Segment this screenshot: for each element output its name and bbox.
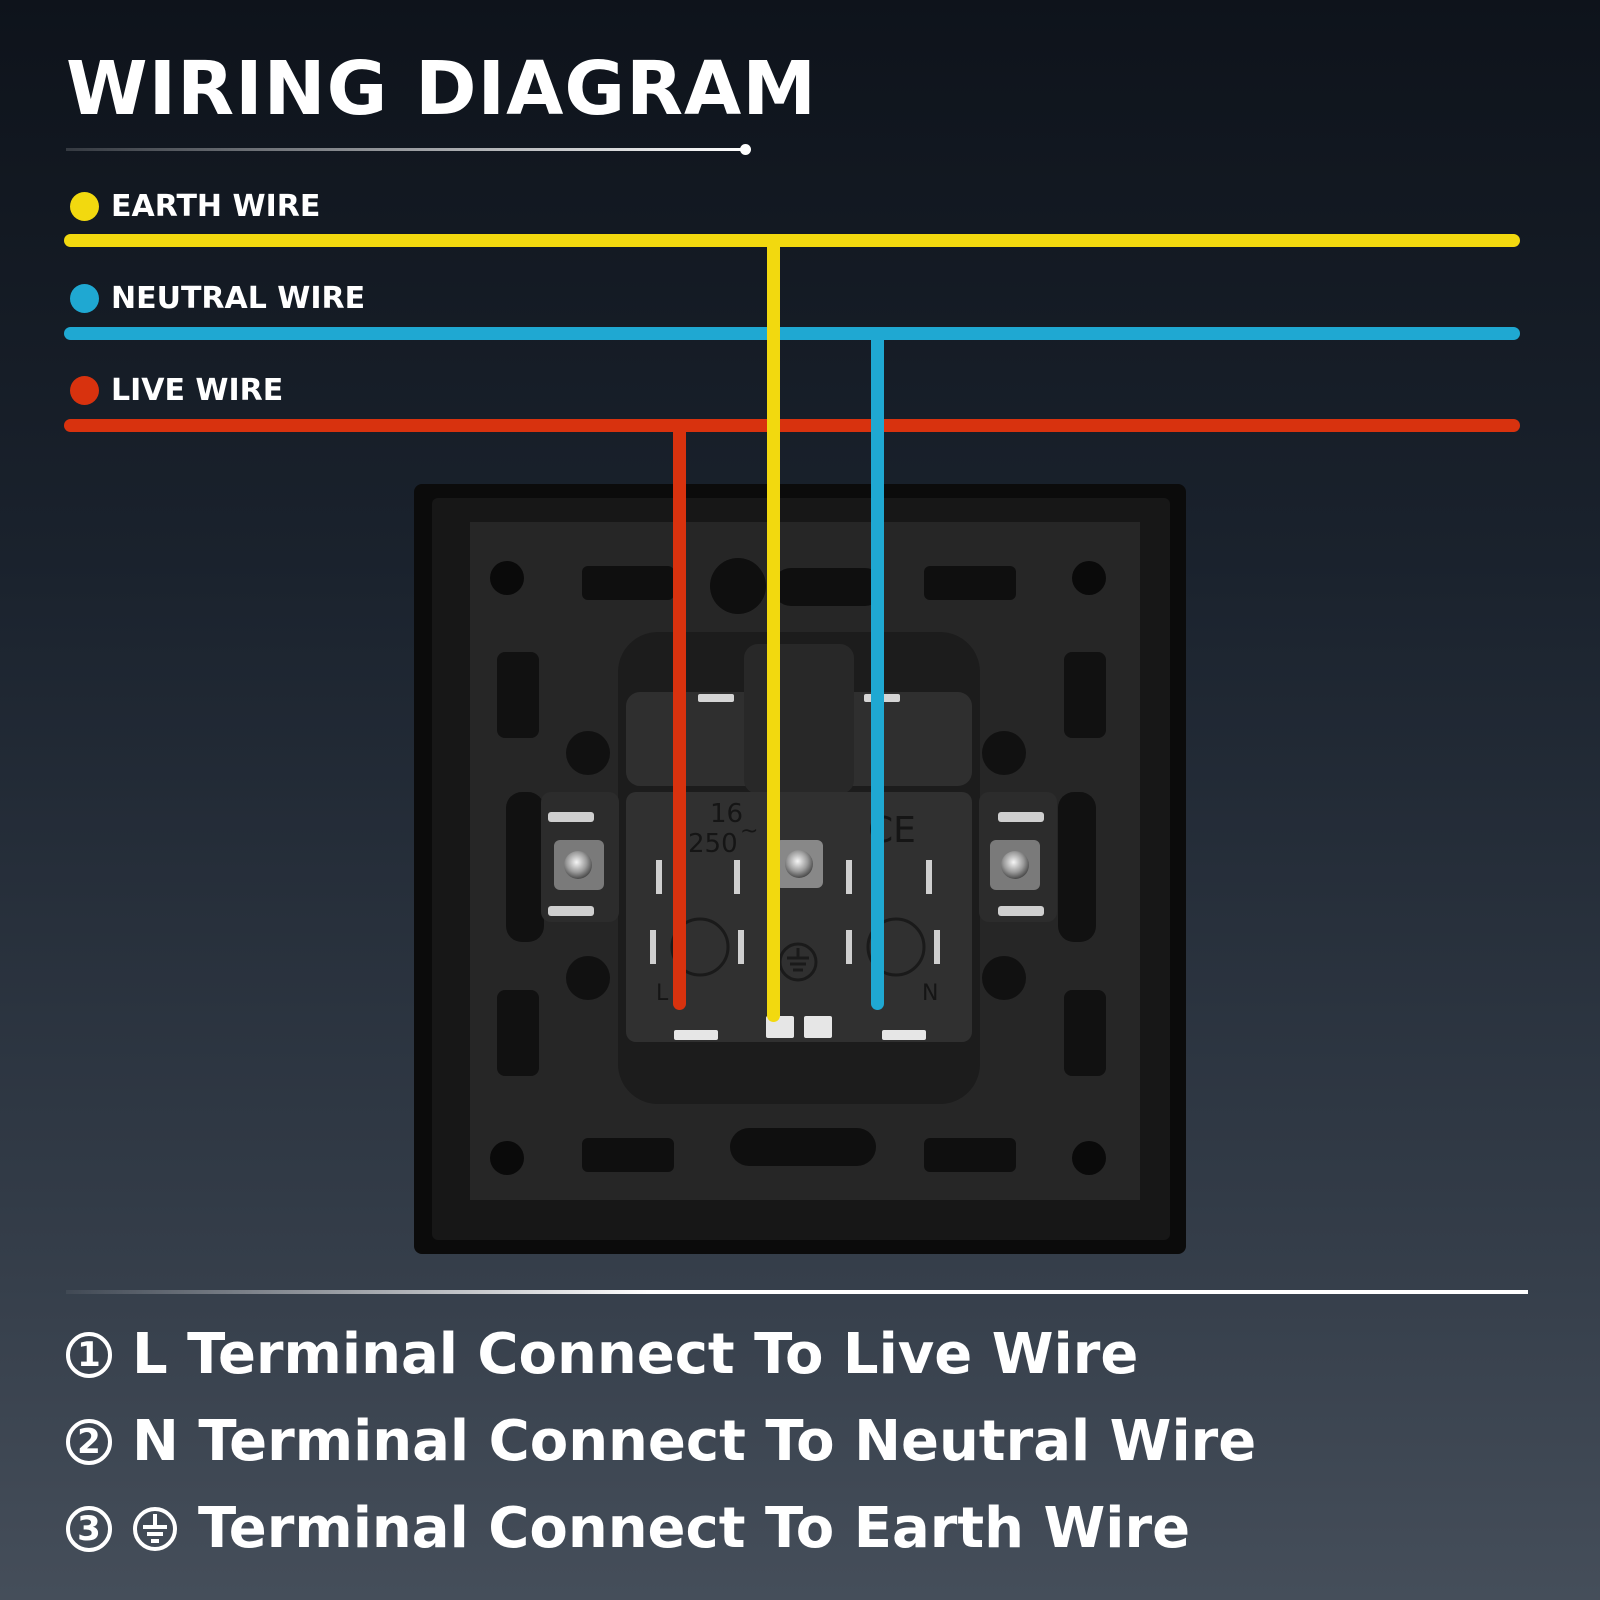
oval-hole xyxy=(710,558,766,614)
rating-suffix-text: ~ xyxy=(740,819,758,844)
title-underline-dot xyxy=(740,144,751,155)
fixing-screw xyxy=(566,731,610,775)
right-terminal-screw xyxy=(1001,851,1029,879)
top-contact xyxy=(698,694,734,702)
step-2: 2 N Terminal Connect To Neutral Wire xyxy=(66,1409,1256,1474)
live-dot-icon xyxy=(70,376,99,405)
earth-drop-wire xyxy=(767,240,780,1022)
contact-slit xyxy=(650,930,656,964)
bottom-contact xyxy=(674,1030,718,1040)
mount-slot xyxy=(582,1138,674,1172)
socket-terminal-block xyxy=(626,792,972,1042)
corner-hole xyxy=(490,1141,524,1175)
step-text: L Terminal Connect To Live Wire xyxy=(132,1322,1139,1387)
neutral-dot-icon xyxy=(70,284,99,313)
legend-live-label: LIVE WIRE xyxy=(111,373,284,408)
left-terminal-label: L xyxy=(656,981,669,1006)
side-slot xyxy=(1064,652,1106,738)
neutral-drop-wire xyxy=(871,334,884,1010)
live-bus-wire xyxy=(64,419,1520,432)
contact-slit xyxy=(846,930,852,964)
earth-bus-wire xyxy=(64,234,1520,247)
terminal-clip xyxy=(548,906,594,916)
mount-slot xyxy=(582,566,674,600)
contact-slit xyxy=(738,930,744,964)
step-3: 3 Terminal Connect To Earth Wire xyxy=(66,1496,1190,1561)
rating-bottom-text: 250 xyxy=(688,829,738,859)
earth-symbol-icon xyxy=(778,942,818,982)
side-slot xyxy=(497,652,539,738)
side-slot xyxy=(506,792,544,942)
fixing-screw xyxy=(566,956,610,1000)
step-text: N Terminal Connect To Neutral Wire xyxy=(132,1409,1257,1474)
rating-top-text: 16 xyxy=(710,799,743,829)
fixing-screw xyxy=(982,956,1026,1000)
neutral-bus-wire xyxy=(64,327,1520,340)
terminal-clip xyxy=(998,812,1044,822)
contact-slit xyxy=(846,860,852,894)
bottom-contact xyxy=(804,1016,832,1038)
legend-earth: EARTH WIRE xyxy=(70,189,320,224)
bottom-contact xyxy=(882,1030,926,1040)
terminal-clip xyxy=(548,812,594,822)
section-divider xyxy=(66,1290,1528,1294)
earth-dot-icon xyxy=(70,192,99,221)
step-number-badge: 1 xyxy=(66,1331,112,1378)
side-slot xyxy=(497,990,539,1076)
contact-slit xyxy=(734,860,740,894)
step-number-badge: 2 xyxy=(66,1418,112,1465)
contact-slit xyxy=(926,860,932,894)
step-1: 1 L Terminal Connect To Live Wire xyxy=(66,1322,1138,1387)
mount-slot xyxy=(730,1128,876,1166)
side-slot xyxy=(1058,792,1096,942)
live-drop-wire xyxy=(673,426,686,1010)
mount-slot xyxy=(924,566,1016,600)
mount-slot xyxy=(924,1138,1016,1172)
left-terminal-screw xyxy=(564,851,592,879)
diagram-title: WIRING DIAGRAM xyxy=(66,46,817,132)
step-text: Terminal Connect To Earth Wire xyxy=(198,1496,1191,1561)
title-underline xyxy=(66,148,746,151)
terminal-clip xyxy=(998,906,1044,916)
oval-hole xyxy=(772,568,884,606)
right-terminal-label: N xyxy=(922,981,938,1006)
legend-earth-label: EARTH WIRE xyxy=(111,189,321,224)
contact-slit xyxy=(934,930,940,964)
corner-hole xyxy=(490,561,524,595)
pin-hole xyxy=(670,917,730,977)
socket-top-housing xyxy=(744,644,854,794)
pin-hole xyxy=(866,917,926,977)
corner-hole xyxy=(1072,561,1106,595)
side-slot xyxy=(1064,990,1106,1076)
fixing-screw xyxy=(982,731,1026,775)
legend-neutral: NEUTRAL WIRE xyxy=(70,281,365,316)
earth-ground-icon xyxy=(133,1506,177,1551)
legend-neutral-label: NEUTRAL WIRE xyxy=(111,281,366,316)
earth-terminal-screw xyxy=(785,850,813,878)
step-number-badge: 3 xyxy=(66,1505,112,1552)
corner-hole xyxy=(1072,1141,1106,1175)
contact-slit xyxy=(656,860,662,894)
legend-live: LIVE WIRE xyxy=(70,373,283,408)
